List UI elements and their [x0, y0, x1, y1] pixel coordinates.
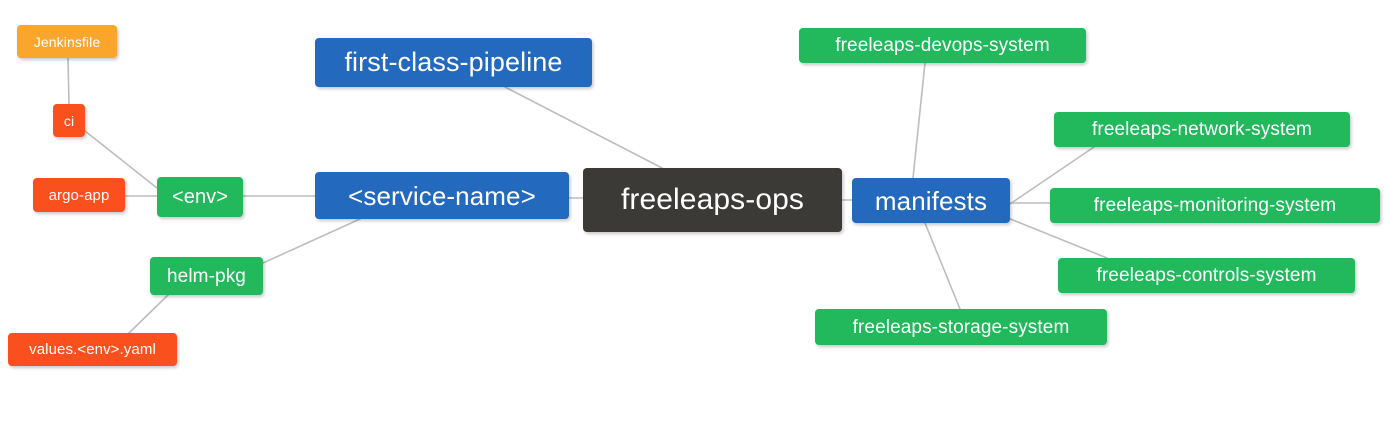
mindmap-node-freeleaps-network-system[interactable]: freeleaps-network-system — [1054, 112, 1350, 147]
mindmap-node-freeleaps-monitoring-system[interactable]: freeleaps-monitoring-system — [1050, 188, 1380, 223]
edge-manifests-to-freeleaps-storage-system — [924, 222, 961, 310]
mindmap-node-env[interactable]: <env> — [157, 177, 243, 217]
edge-first-class-pipeline-to-freeleaps-ops — [504, 86, 663, 169]
edge-jenkinsfile-to-ci — [67, 57, 70, 105]
edge-service-name-to-helm-pkg — [262, 218, 361, 264]
mindmap-node-argo-app[interactable]: argo-app — [33, 178, 125, 212]
edge-helm-pkg-to-values-yaml — [128, 294, 169, 334]
mindmap-node-helm-pkg[interactable]: helm-pkg — [150, 257, 263, 295]
edge-manifests-to-freeleaps-controls-system — [1007, 217, 1108, 259]
mindmap-node-ci[interactable]: ci — [53, 104, 85, 137]
mindmap-node-freeleaps-ops[interactable]: freeleaps-ops — [583, 168, 842, 232]
mindmap-node-freeleaps-devops-system[interactable]: freeleaps-devops-system — [799, 28, 1086, 63]
edge-manifests-to-freeleaps-devops-system — [912, 62, 926, 179]
mindmap-node-freeleaps-storage-system[interactable]: freeleaps-storage-system — [815, 309, 1107, 345]
mindmap-node-jenkinsfile[interactable]: Jenkinsfile — [17, 25, 117, 58]
mindmap-node-service-name[interactable]: <service-name> — [315, 172, 569, 219]
mindmap-node-first-class-pipeline[interactable]: first-class-pipeline — [315, 38, 592, 87]
mindmap-node-values-yaml[interactable]: values.<env>.yaml — [8, 333, 177, 366]
mindmap-node-manifests[interactable]: manifests — [852, 178, 1010, 223]
mindmap-node-freeleaps-controls-system[interactable]: freeleaps-controls-system — [1058, 258, 1355, 293]
